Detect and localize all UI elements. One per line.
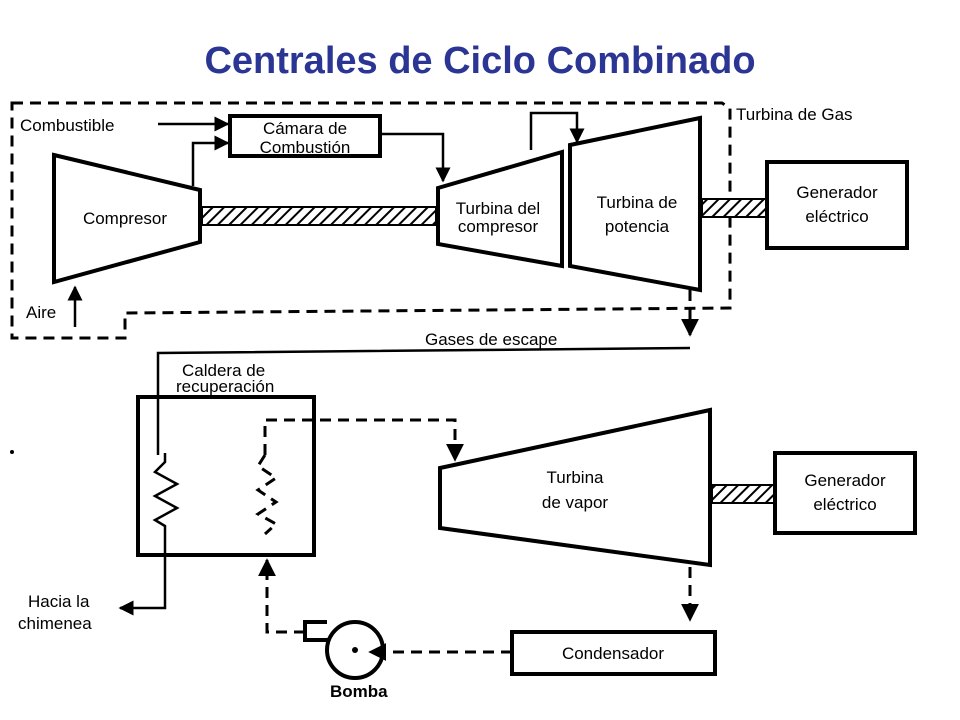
generator-2-box — [773, 451, 917, 535]
combustion-chamber-label-2: Combustión — [260, 138, 351, 157]
exhaust-label: Gases de escape — [425, 330, 557, 349]
combustion-chamber-box — [228, 114, 382, 158]
steam-coil — [255, 454, 279, 536]
generator-2-label-1: Generador — [804, 471, 886, 490]
chamber-to-turbine-line — [380, 132, 451, 183]
gas-turbine-enclosure — [10, 101, 732, 340]
generator-2-label-2: eléctrico — [813, 495, 876, 514]
exhaust-line — [156, 346, 691, 455]
generator-1-label-1: Generador — [796, 183, 878, 202]
air-label: Aire — [26, 303, 56, 322]
pump-to-boiler-line — [258, 558, 305, 634]
page-title: Centrales de Ciclo Combinado — [204, 40, 756, 82]
compressor-to-chamber-line — [191, 135, 230, 186]
compressor-turbine-label-2: compresor — [458, 217, 539, 236]
steam-to-turbine-line — [263, 418, 464, 462]
stray-dot — [10, 450, 14, 454]
compressor-turbine-label-1: Turbina del — [456, 199, 540, 218]
steam-turbine-label-1: Turbina — [546, 468, 604, 487]
pump — [325, 620, 385, 680]
gas-heat-coil — [118, 453, 180, 616]
chimney-label-1: Hacia la — [28, 592, 90, 611]
steam-turbine — [438, 407, 712, 568]
power-turbine-label-2: potencia — [605, 217, 670, 236]
recovery-boiler-box — [136, 395, 316, 557]
combustion-chamber-label-1: Cámara de — [263, 119, 347, 138]
boiler-label-2: recuperación — [176, 377, 274, 396]
power-turbine — [568, 115, 702, 293]
fuel-label: Combustible — [20, 116, 115, 135]
gas-shaft — [201, 206, 437, 226]
generator-1-box — [765, 160, 909, 250]
power-shaft — [701, 198, 767, 218]
chimney-label-2: chimenea — [18, 614, 92, 633]
condenser-label: Condensador — [562, 644, 664, 663]
boiler-label-1: Caldera de — [182, 361, 265, 380]
compressor-turbine — [436, 149, 564, 269]
steam-shaft — [711, 484, 775, 504]
pump-outlet — [303, 620, 330, 642]
pump-hub — [352, 647, 358, 653]
compressor-label: Compresor — [83, 209, 167, 228]
turbine-link-line — [529, 111, 585, 150]
steam-turbine-label-2: de vapor — [542, 493, 608, 512]
power-turbine-label-1: Turbina de — [597, 193, 678, 212]
gas-turbine-label: Turbina de Gas — [736, 105, 853, 124]
generator-1-label-2: eléctrico — [805, 207, 868, 226]
pump-label: Bomba — [330, 682, 388, 701]
compressor — [52, 152, 202, 285]
